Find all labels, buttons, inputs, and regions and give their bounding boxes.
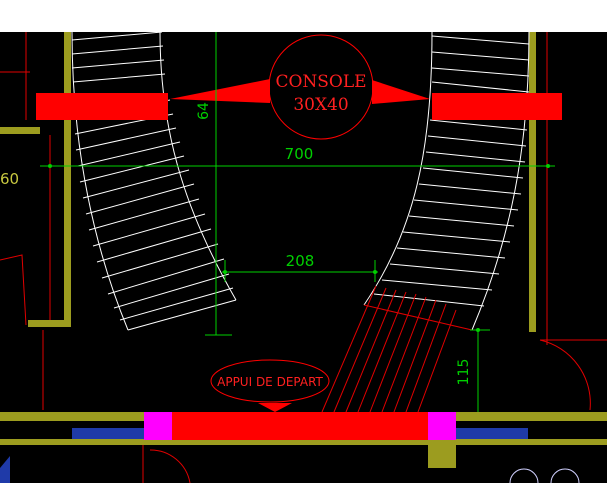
wall-bottom-lower [0,439,607,445]
consoles [36,34,562,140]
tread [431,51,530,61]
dimensions [40,32,555,412]
stair-bottom-red-treads [321,285,473,413]
dim-64-text: 64 [196,102,212,120]
dim-dot [373,270,377,274]
tread [422,167,524,179]
wall-left-stub [0,127,40,134]
section-symbols [509,468,580,483]
appui-ellipse [210,359,330,403]
column-left [144,412,172,440]
toolbar-strip [0,0,607,32]
tread [71,45,164,55]
section-symbol-1 [509,468,539,483]
tread [101,243,219,279]
tread [82,169,190,199]
console-label-line1: CONSOLE [275,72,366,92]
dim-left-partial-text: 60 [0,170,19,188]
tread [431,81,530,93]
bottom-door-left [142,445,191,483]
tread [402,231,511,243]
dim-700-text: 700 [285,145,314,163]
tread [96,228,212,263]
red-tread [321,285,377,413]
red-tread [333,287,387,413]
tread [79,155,185,183]
column-right [428,412,456,440]
red-tread [417,309,457,413]
appui-label: APPUI DE DEPART [217,375,323,389]
door-arc [539,339,591,411]
stair-right-outer [471,31,530,331]
wall-left-return [28,320,71,327]
console-bar-right [432,93,562,120]
dim-208-text: 208 [286,252,315,270]
tread [71,59,165,69]
corner-marker-left [0,456,10,483]
tread [408,215,515,227]
wall-left-vertical [64,32,71,322]
stair-right-inner [363,31,433,306]
dim-115-text: 115 [456,359,472,386]
dim-dot [48,164,52,168]
red-tread [345,289,397,413]
tread [77,141,181,167]
console-label-line2: 30X40 [293,95,348,115]
support-beam [172,412,428,440]
dim-dot [476,328,480,332]
tread [389,263,500,275]
stair-left-inner [159,31,237,301]
red-tread [357,291,407,413]
tread [431,35,530,45]
appui-callout [210,359,330,412]
dim-dot [546,164,550,168]
tread [92,213,206,247]
wall-right-vertical [529,32,536,332]
red-tread [381,296,427,413]
tread [113,273,230,309]
tread [71,31,163,41]
tread [431,67,530,77]
tread [413,199,519,211]
stair-left-outer [71,31,129,331]
section-symbol-2 [550,468,580,483]
tread [425,151,526,163]
hatch-right [456,428,528,439]
console-pointer-left [170,79,270,103]
red-corner-left [0,254,27,326]
tread [418,183,522,195]
tread [85,183,195,215]
console-callout-circle [268,34,374,140]
tread [381,279,493,291]
tread [88,198,200,231]
tread [75,127,177,151]
tread [72,73,166,83]
console-pointer-right [372,80,430,104]
red-tread [369,293,417,413]
wall-bottom-pillar [428,440,456,468]
tread [119,287,234,321]
stair-left [71,31,237,331]
stair-right [363,31,530,331]
appui-arrow [258,403,292,412]
tread [373,293,485,307]
dimension-dots [48,164,550,332]
tread [396,247,506,259]
red-tread [393,299,437,413]
console-bar-left [36,93,168,120]
hatch-left [72,428,144,439]
tread [127,299,237,331]
dim-dot [223,270,227,274]
tread [429,119,528,131]
red-tread [405,303,447,413]
tread [107,258,225,295]
tread [427,135,527,147]
